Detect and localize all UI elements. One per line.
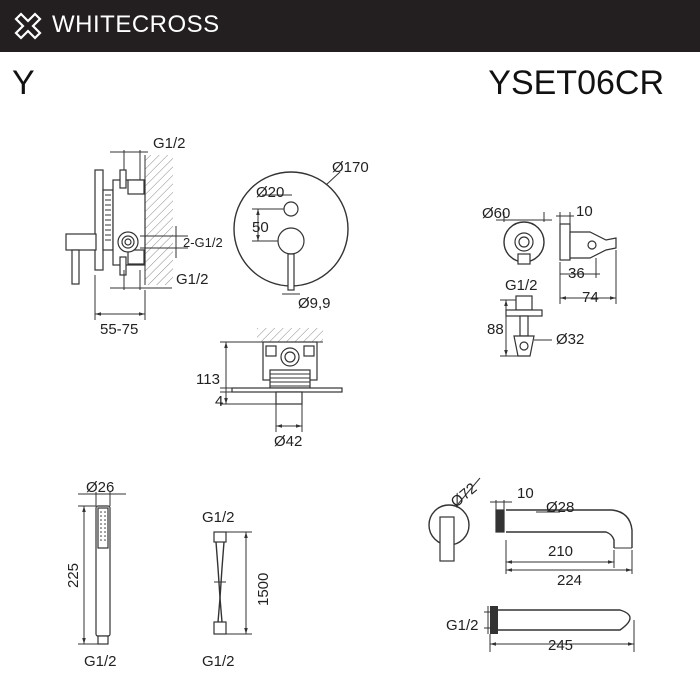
hose-view: G1/2 1500 G1/2 [202, 509, 272, 670]
hand-shower-view: Ø26 225 G1/2 [65, 479, 126, 670]
cover-plate [94, 169, 104, 271]
dim-front-lever: Ø9,9 [298, 295, 331, 312]
dim-hose-bottom-thread: G1/2 [202, 653, 235, 670]
series-code: Y [12, 64, 35, 102]
dim-front-offset: 50 [252, 219, 269, 236]
brand-name: WHITECROSS [52, 11, 220, 38]
header-bar: WHITECROSS [0, 0, 700, 52]
dim-holder-width: 36 [568, 265, 585, 282]
dim-side-bottom-thread: G1/2 [176, 271, 209, 288]
dim-body-plate: 4 [215, 393, 223, 410]
dim-side-depth: 55-75 [100, 321, 138, 338]
dim-spout-pipe: Ø28 [546, 499, 574, 516]
dim-shower-dia: Ø26 [86, 479, 114, 496]
dim-hose-top-thread: G1/2 [202, 509, 235, 526]
dim-shower-thread: G1/2 [84, 653, 117, 670]
mixer-front-view: Ø170 Ø20 50 Ø9,9 [233, 159, 369, 312]
dim-holder-depth: 10 [576, 203, 593, 220]
mixer-body-view: 113 4 Ø42 [196, 328, 343, 450]
dim-front-plate: Ø170 [332, 159, 369, 176]
mixer-side-view: G1/2 2-G1/2 G1/2 55-75 [65, 135, 223, 338]
dim-holder-dia: Ø60 [482, 205, 510, 222]
dim-hose-length: 1500 [255, 573, 272, 606]
spout-view: Ø72 10 Ø28 210 224 G1/2 245 [428, 477, 635, 654]
dim-holder-height: 88 [487, 321, 504, 338]
dim-body-bottom: Ø42 [274, 433, 302, 450]
dim-spout-reach: 210 [548, 543, 573, 560]
whitecross-x-icon [14, 12, 42, 40]
dim-side-outlet: 2-G1/2 [183, 235, 223, 250]
dim-side-top-thread: G1/2 [153, 135, 186, 152]
model-code: YSET06CR [488, 64, 664, 102]
dim-holder-total: 74 [582, 289, 599, 306]
dim-holder-cup: Ø32 [556, 331, 584, 348]
dim-spout-thread: G1/2 [446, 617, 479, 634]
holder-view: Ø60 10 36 74 G1/2 88 Ø32 [482, 203, 617, 357]
dim-holder-thread: G1/2 [505, 277, 538, 294]
dim-spout-total: 224 [557, 572, 582, 589]
mixer-lever [65, 233, 97, 251]
dim-front-small: Ø20 [256, 184, 284, 201]
dim-body-height: 113 [196, 371, 220, 388]
wall-hatch [145, 155, 173, 285]
dim-spout-plate: Ø72 [448, 480, 481, 511]
dim-spout-flange: 10 [517, 485, 534, 502]
dim-shower-length: 225 [65, 563, 82, 588]
dim-spout-overall: 245 [548, 637, 573, 654]
